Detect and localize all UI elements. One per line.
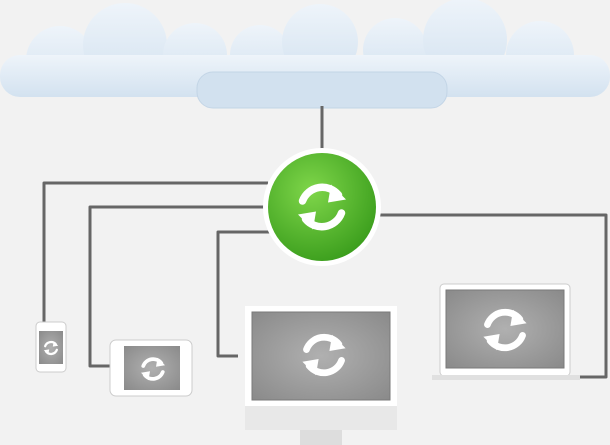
cable-hub-laptop [378,213,608,379]
cable-hub-tablet [88,205,266,368]
desktop-monitor-device [245,306,397,445]
phone-device [35,321,67,373]
laptop-device [432,283,580,380]
tablet-device [109,339,193,397]
cable-hub-phone [42,181,268,322]
cloud-icon [0,0,610,109]
sync-hub [263,148,381,266]
cables [42,106,608,379]
cable-hub-desktop [216,230,270,358]
